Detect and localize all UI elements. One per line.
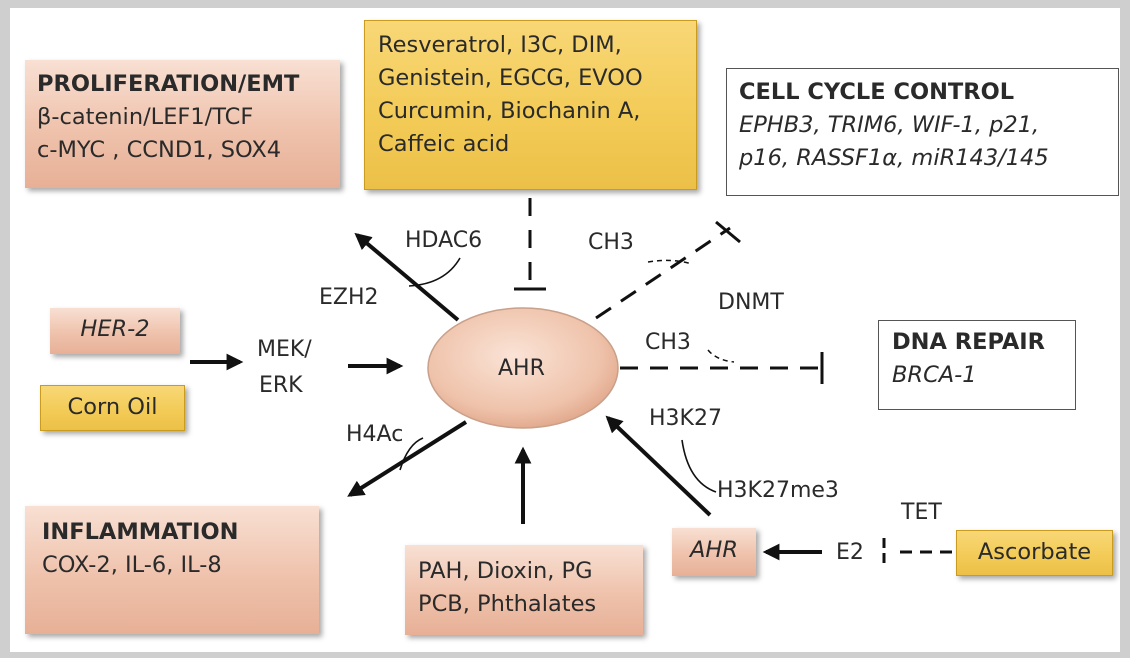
her2-box: HER-2: [50, 308, 180, 354]
dna-repair-title: DNA REPAIR: [892, 329, 1045, 355]
dnmt-label: DNMT: [718, 290, 784, 315]
ahr-center-label: AHR: [498, 356, 545, 381]
pollutants-box: PAH, Dioxin, PG PCB, Phthalates: [405, 545, 643, 635]
ezh2-label: EZH2: [319, 285, 379, 310]
dna-repair-box: DNA REPAIR BRCA-1: [878, 320, 1076, 410]
ahr-ellipse: [427, 307, 619, 429]
inflammation-line-1: COX-2, IL-6, IL-8: [42, 552, 222, 578]
h4ac-label: H4Ac: [346, 422, 404, 447]
mek-label: MEK/: [257, 337, 312, 362]
h3k27-label: H3K27: [649, 406, 722, 431]
cell-cycle-control-box: CELL CYCLE CONTROL EPHB3, TRIM6, WIF-1, …: [726, 68, 1119, 196]
arrow-ahr-to-inflammation: [347, 420, 468, 497]
cell-cycle-line-1: EPHB3, TRIM6, WIF-1, p21,: [739, 112, 1040, 138]
arrow-ahr-gene-to-ahr: [605, 415, 712, 517]
corn-oil-label: Corn Oil: [67, 394, 158, 420]
erk-label: ERK: [259, 373, 303, 398]
ahr-gene-box: AHR: [672, 528, 756, 576]
inhibit-bar-cell-cycle: [715, 220, 741, 244]
proliferation-line-2: c-MYC , CCND1, SOX4: [37, 137, 282, 163]
ahr-gene-label: AHR: [690, 537, 738, 563]
h3k27-curve: [681, 439, 717, 493]
her2-label: HER-2: [80, 316, 150, 342]
cell-cycle-title: CELL CYCLE CONTROL: [739, 79, 1015, 105]
ascorbate-label: Ascorbate: [977, 539, 1092, 565]
pollutants-line-1: PAH, Dioxin, PG: [418, 558, 593, 584]
hdac6-label: HDAC6: [405, 228, 483, 253]
inflammation-box: INFLAMMATION COX-2, IL-6, IL-8: [25, 506, 319, 634]
dashed-ahr-to-cell-cycle: [595, 226, 731, 320]
inflammation-title: INFLAMMATION: [42, 519, 239, 545]
cell-cycle-line-2: p16, RASSF1α, miR143/145: [739, 145, 1049, 171]
proliferation-title: PROLIFERATION/EMT: [37, 71, 300, 97]
hdac6-curve: [408, 257, 461, 287]
ch3-mid-label: CH3: [645, 330, 691, 355]
ch3-mid-curve: [707, 349, 735, 363]
ch3-top-curve: [647, 259, 693, 265]
dna-repair-line-1: BRCA-1: [892, 362, 977, 388]
polyphenols-line-3: Curcumin, Biochanin A,: [378, 98, 641, 124]
pollutants-line-2: PCB, Phthalates: [418, 591, 597, 617]
polyphenols-line-1: Resveratrol, I3C, DIM,: [378, 32, 622, 58]
h3k27me3-label: H3K27me3: [717, 478, 839, 503]
polyphenols-line-4: Caffeic acid: [378, 131, 510, 157]
corn-oil-box: Corn Oil: [40, 385, 185, 431]
tet-label: TET: [901, 500, 942, 525]
e2-label: E2: [836, 540, 864, 565]
proliferation-emt-box: PROLIFERATION/EMT β-catenin/LEF1/TCF c-M…: [25, 60, 340, 188]
ch3-top-label: CH3: [588, 230, 634, 255]
polyphenols-line-2: Genistein, EGCG, EVOO: [378, 65, 643, 91]
h4ac-curve: [399, 437, 424, 471]
polyphenols-box: Resveratrol, I3C, DIM, Genistein, EGCG, …: [364, 20, 697, 190]
ascorbate-box: Ascorbate: [956, 530, 1113, 576]
proliferation-line-1: β-catenin/LEF1/TCF: [37, 104, 254, 130]
arrow-ahr-to-proliferation: [354, 232, 460, 322]
